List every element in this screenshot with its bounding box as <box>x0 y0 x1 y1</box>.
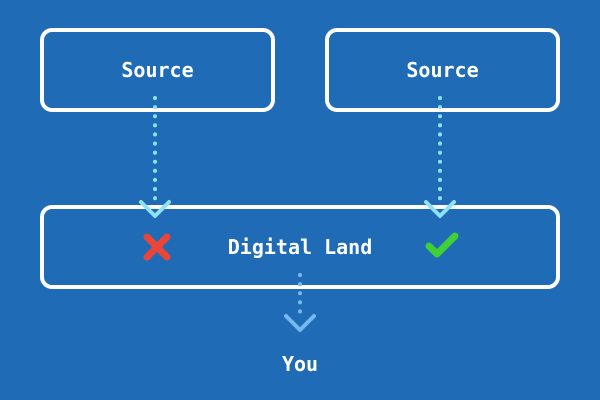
cross-icon <box>143 233 171 261</box>
arrow-digital-land-to-you <box>284 273 316 332</box>
check-icon <box>425 232 459 258</box>
arrow-source1-to-digital-land <box>139 96 171 218</box>
source-box-2-label: Source <box>406 58 479 82</box>
arrow-source2-to-digital-land <box>424 96 456 218</box>
output-label: You <box>281 352 319 376</box>
digital-land-label: Digital Land <box>227 235 373 259</box>
source-box-1-label: Source <box>121 58 194 82</box>
digital-land-box: Digital Land <box>40 205 560 289</box>
source-box-1: Source <box>40 28 275 112</box>
source-box-2: Source <box>325 28 560 112</box>
